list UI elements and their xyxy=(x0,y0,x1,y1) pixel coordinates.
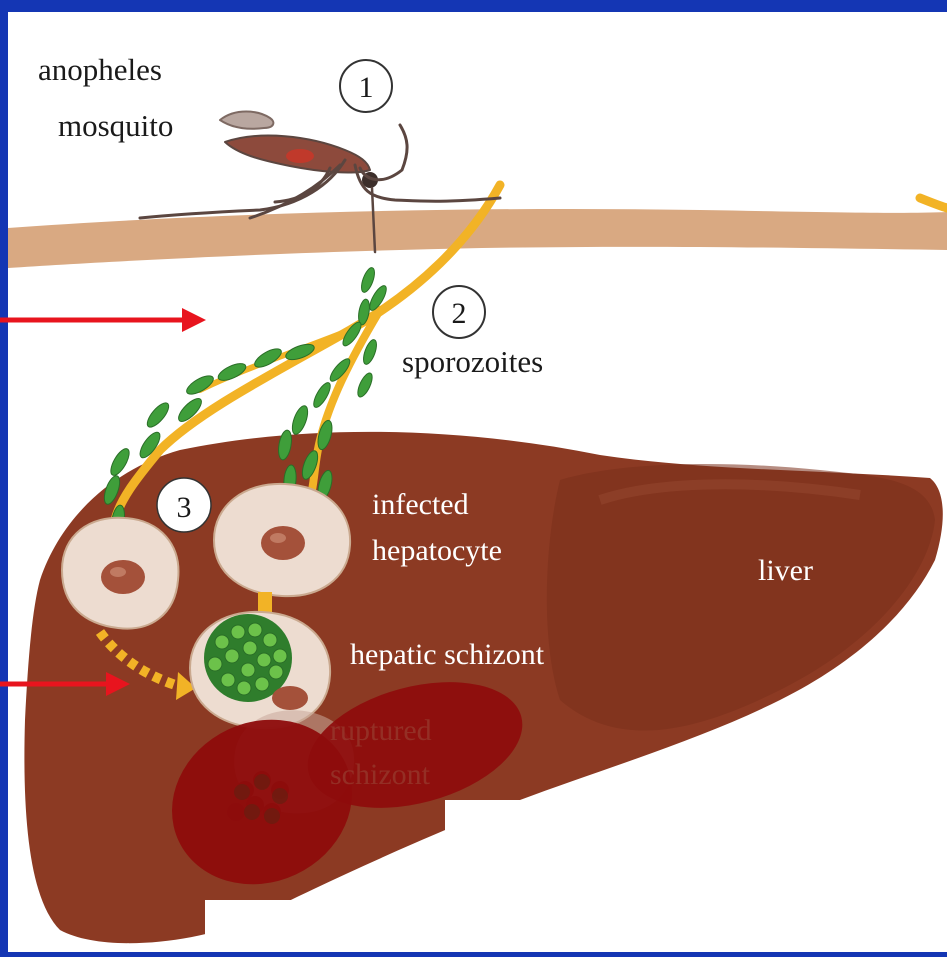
label-mosquito-line2: mosquito xyxy=(58,108,173,143)
label-infected-line2: hepatocyte xyxy=(372,534,502,567)
label-sporozoites: sporozoites xyxy=(402,344,543,379)
connector xyxy=(258,592,272,612)
cutout-patch xyxy=(445,800,555,860)
label-mosquito-line1: anopheles xyxy=(38,52,162,87)
label-liver: liver xyxy=(758,554,813,587)
label-ruptured-line1: ruptured xyxy=(330,714,432,747)
label-hepatic-schizont: hepatic schizont xyxy=(350,638,545,671)
hepatocyte-left xyxy=(62,518,178,629)
hepatocyte-infected xyxy=(214,484,350,596)
step-1-number: 1 xyxy=(359,71,374,104)
step-1-badge: 1 xyxy=(340,60,392,112)
step-3-number: 3 xyxy=(177,491,192,524)
step-3-badge: 3 xyxy=(157,478,211,532)
label-ruptured-line2: schizont xyxy=(330,758,431,791)
label-infected-line1: infected xyxy=(372,488,469,521)
hepatic-schizont xyxy=(190,612,330,728)
step-2-badge: 2 xyxy=(433,286,485,338)
cutout-patch xyxy=(205,900,315,952)
step-2-number: 2 xyxy=(452,297,467,330)
